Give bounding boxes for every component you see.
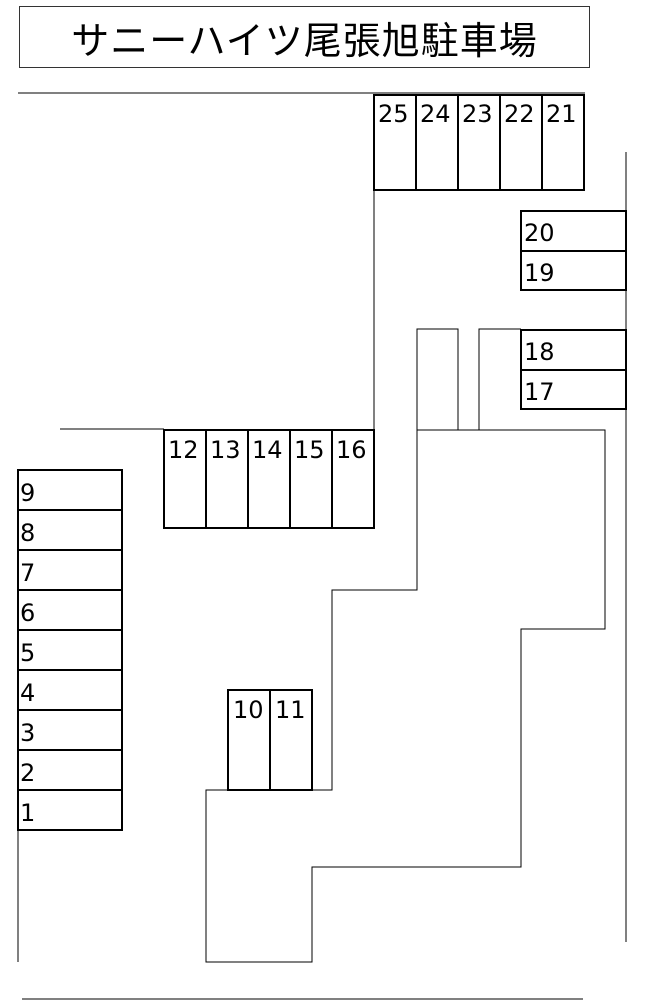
stall-23-label: 23 xyxy=(462,100,493,128)
stall-8-label: 8 xyxy=(20,519,35,547)
stall-19-label: 19 xyxy=(524,259,555,287)
stall-14-label: 14 xyxy=(252,436,283,464)
pillar-right xyxy=(478,328,521,430)
stall-7-label: 7 xyxy=(20,559,35,587)
lot-boundary xyxy=(17,92,627,1000)
stall-24-label: 24 xyxy=(420,100,451,128)
stall-12-label: 12 xyxy=(168,436,199,464)
stall-2-label: 2 xyxy=(20,759,35,787)
stall-25-label: 25 xyxy=(378,100,409,128)
stall-25 xyxy=(373,94,417,191)
building-outline xyxy=(205,429,606,963)
stall-5-label: 5 xyxy=(20,639,35,667)
stall-16-label: 16 xyxy=(336,436,367,464)
stall-17-label: 17 xyxy=(524,378,555,406)
stall-20 xyxy=(520,210,627,252)
pillar-left xyxy=(416,328,459,430)
stall-6-label: 6 xyxy=(20,599,35,627)
stall-9 xyxy=(17,469,123,511)
stall-3-label: 3 xyxy=(20,719,35,747)
stall-4-label: 4 xyxy=(20,679,35,707)
stall-9-label: 9 xyxy=(20,479,35,507)
stall-15-label: 15 xyxy=(294,436,325,464)
stall-11-label: 11 xyxy=(275,696,306,724)
stall-13-label: 13 xyxy=(210,436,241,464)
stall-20-label: 20 xyxy=(524,219,555,247)
page-title: サニーハイツ尾張旭駐車場 xyxy=(19,6,590,68)
stall-18-label: 18 xyxy=(524,338,555,366)
stall-16 xyxy=(331,429,375,529)
stall-1-label: 1 xyxy=(20,799,35,827)
stall-group xyxy=(17,94,627,831)
stall-18 xyxy=(520,329,627,371)
stall-10-label: 10 xyxy=(233,696,264,724)
building-step xyxy=(312,430,418,791)
stall-21-label: 21 xyxy=(546,100,577,128)
stall-11 xyxy=(269,689,313,791)
stall-22-label: 22 xyxy=(504,100,535,128)
